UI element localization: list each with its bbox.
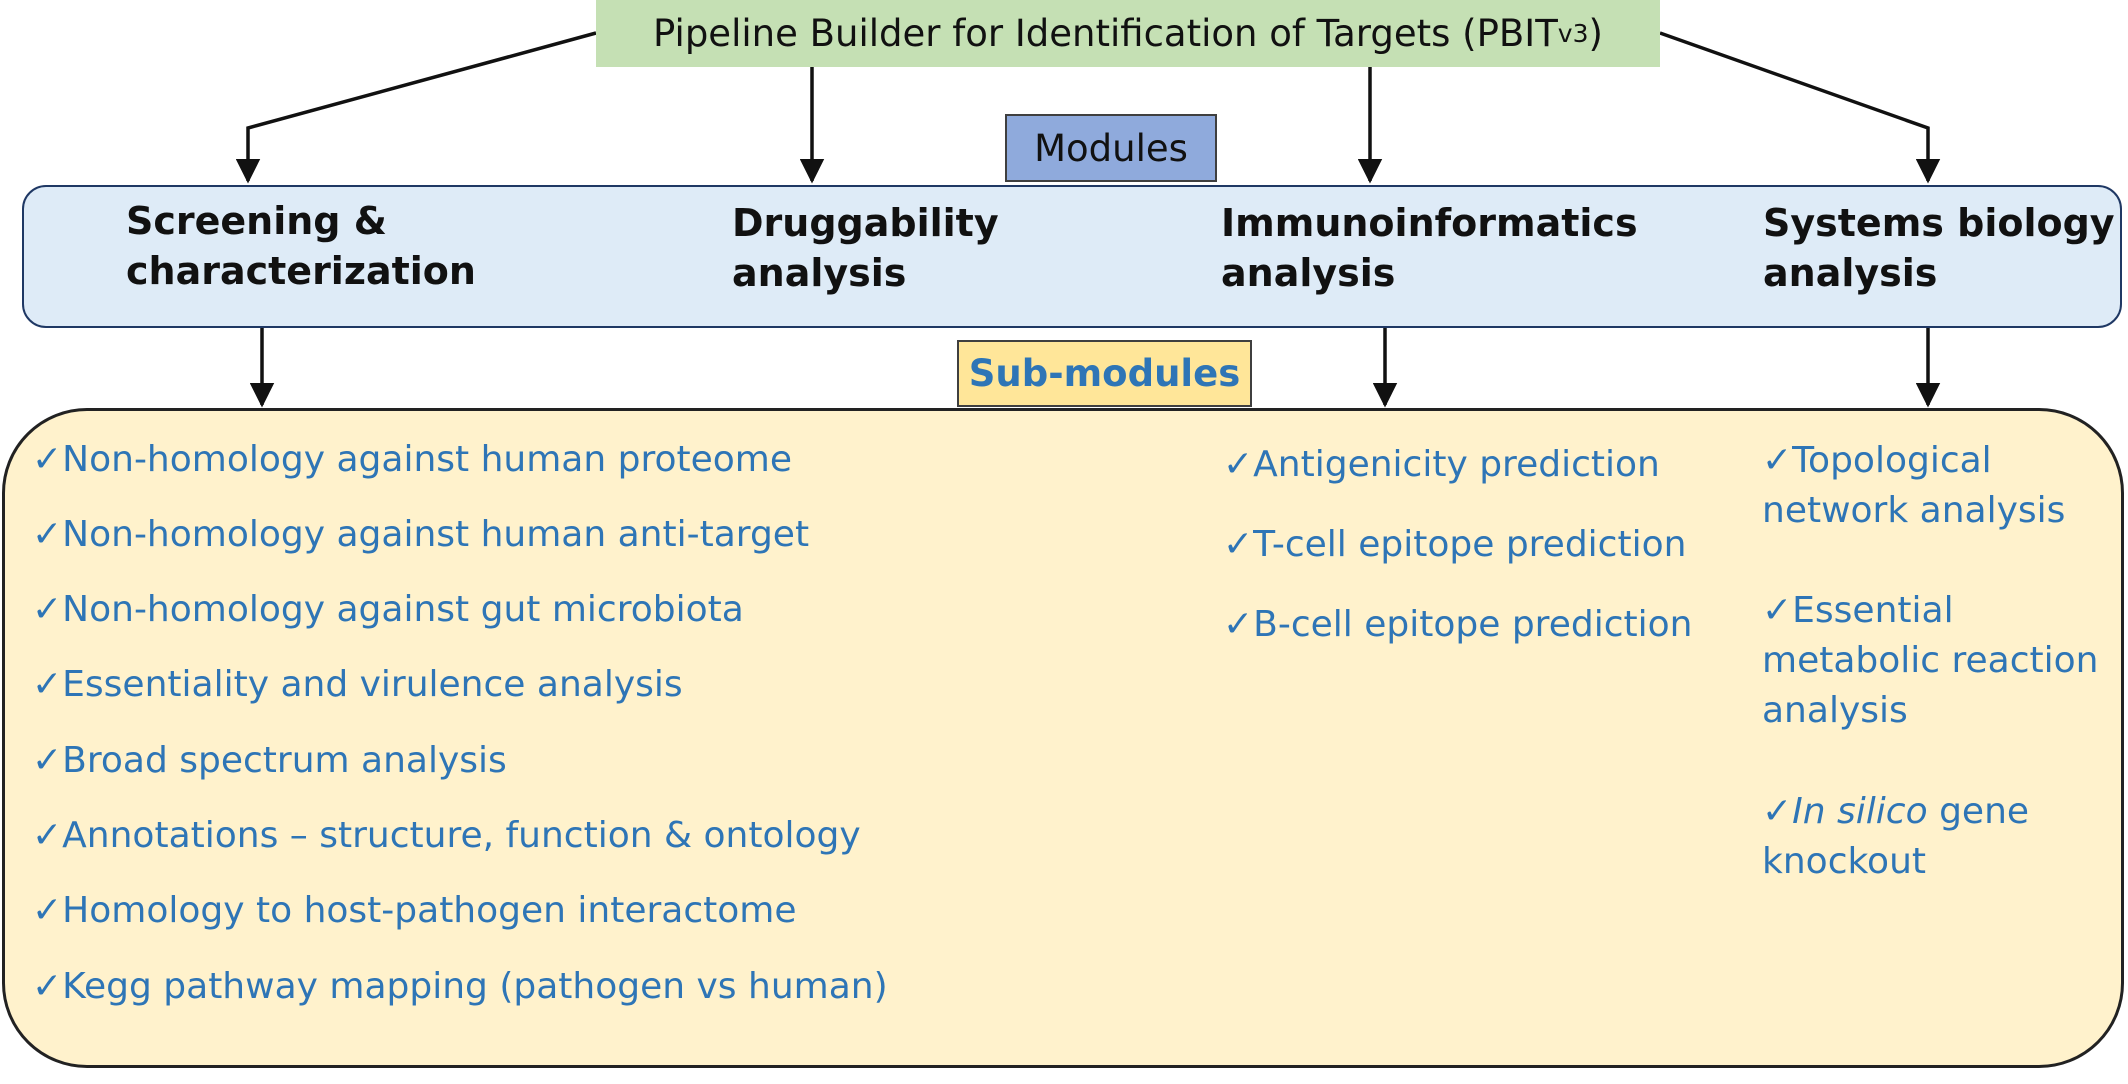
pipeline-title: Pipeline Builder for Identification of T…: [596, 0, 1660, 67]
list-item: ✓Non-homology against human anti-target: [32, 514, 810, 555]
check-icon: ✓: [32, 589, 63, 630]
check-icon: ✓: [32, 740, 63, 781]
module-screening: Screening & characterization: [126, 196, 476, 296]
module-immuno-line2: analysis: [1221, 251, 1396, 295]
module-systems-line2: analysis: [1763, 251, 1938, 295]
arrow-to-screening: [235, 31, 597, 184]
check-icon: ✓: [1762, 440, 1793, 481]
check-icon: ✓: [1223, 524, 1254, 565]
list-item: ✓B-cell epitope prediction: [1223, 604, 1693, 645]
check-icon: ✓: [32, 890, 63, 931]
arrow-to-systems: [1659, 31, 1941, 184]
list-item: ✓In silico gene knockout: [1762, 791, 2030, 882]
submodules-panel: [2, 408, 2124, 1068]
check-icon: ✓: [1762, 590, 1793, 631]
module-screening-line2: characterization: [126, 249, 476, 293]
modules-band: [22, 185, 2122, 328]
check-icon: ✓: [32, 514, 63, 555]
module-druggability-line2: analysis: [732, 251, 907, 295]
list-item: ✓Annotations – structure, function & ont…: [32, 815, 861, 856]
title-subscript: v3: [1557, 19, 1589, 48]
list-item: ✓Homology to host-pathogen interactome: [32, 890, 797, 931]
check-icon: ✓: [32, 439, 63, 480]
check-icon: ✓: [32, 815, 63, 856]
list-item: ✓Essentiality and virulence analysis: [32, 664, 683, 705]
check-icon: ✓: [32, 966, 63, 1007]
module-druggability: Druggability analysis: [732, 198, 999, 298]
list-item: ✓T-cell epitope prediction: [1223, 524, 1687, 565]
list-item: ✓Non-homology against human proteome: [32, 439, 793, 480]
list-item: ✓Essential metabolic reaction analysis: [1762, 590, 2099, 731]
check-icon: ✓: [1223, 444, 1254, 485]
submodules-label: Sub-modules: [957, 340, 1252, 407]
module-systems-line1: Systems biology: [1763, 201, 2115, 245]
module-systems-biology: Systems biology analysis: [1763, 198, 2115, 298]
list-item: ✓Broad spectrum analysis: [32, 740, 507, 781]
list-item: ✓Topological network analysis: [1762, 440, 2066, 531]
modules-label: Modules: [1005, 114, 1217, 182]
module-screening-line1: Screening &: [126, 199, 387, 243]
check-icon: ✓: [1223, 604, 1254, 645]
list-item: ✓Non-homology against gut microbiota: [32, 589, 744, 630]
module-druggability-line1: Druggability: [732, 201, 999, 245]
module-immunoinformatics: Immunoinformatics analysis: [1221, 198, 1638, 298]
check-icon: ✓: [32, 664, 63, 705]
check-icon: ✓: [1762, 791, 1793, 832]
module-immuno-line1: Immunoinformatics: [1221, 201, 1638, 245]
title-text: Pipeline Builder for Identification of T…: [653, 12, 1558, 55]
title-close: ): [1588, 12, 1603, 55]
list-item: ✓Kegg pathway mapping (pathogen vs human…: [32, 966, 888, 1007]
list-item: ✓Antigenicity prediction: [1223, 444, 1660, 485]
